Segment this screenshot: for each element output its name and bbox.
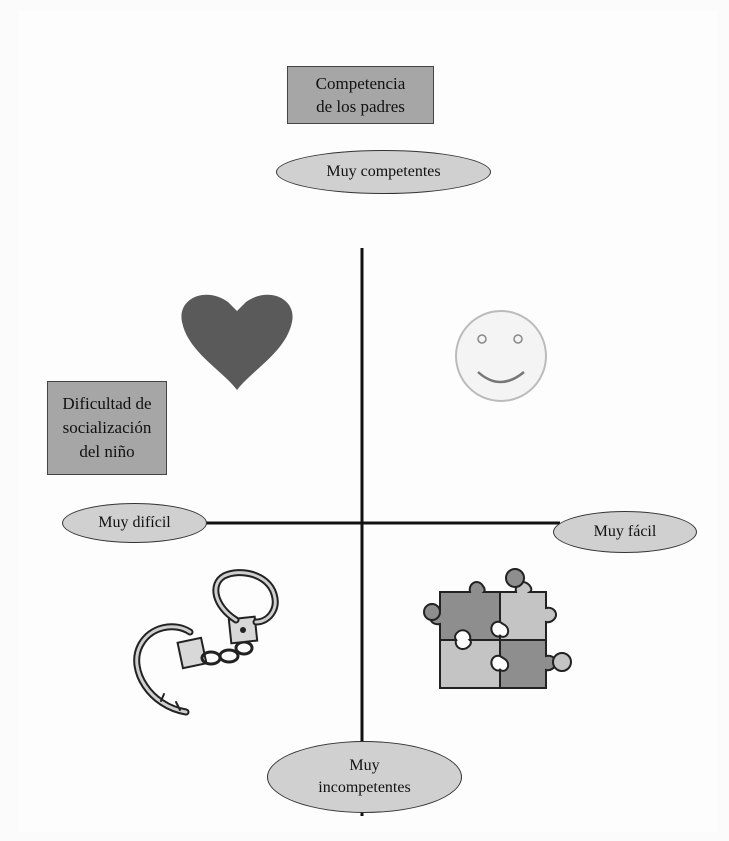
puzzle-pieces-icon (423, 568, 572, 689)
left-pole-text: Muy difícil (98, 514, 171, 531)
vertical-axis-title-line-2: de los padres (316, 97, 405, 116)
right-pole-text: Muy fácil (593, 523, 657, 540)
vertical-axis-title-box: Competencia de los padres (287, 66, 434, 124)
bottom-pole-label: Muy incompetentes (267, 741, 462, 813)
handcuffs-icon (133, 569, 279, 716)
top-pole-text: Muy competentes (326, 163, 441, 180)
horizontal-axis-title-box: Dificultad de socialización del niño (47, 381, 167, 475)
bottom-pole-text-line-1: Muy (349, 757, 380, 774)
bottom-pole-text-line-2: incompetentes (318, 779, 411, 796)
heart-icon (181, 294, 293, 390)
right-pole-label: Muy fácil (553, 511, 697, 553)
horizontal-axis-title-line-2: socialización (62, 418, 152, 437)
left-pole-label: Muy difícil (62, 503, 207, 543)
smiley-face-icon (455, 310, 547, 402)
horizontal-axis-title-line-1: Dificultad de (62, 394, 152, 413)
vertical-axis-title-line-1: Competencia (315, 74, 406, 93)
horizontal-axis-title-line-3: del niño (79, 442, 135, 461)
top-pole-label: Muy competentes (276, 150, 491, 194)
